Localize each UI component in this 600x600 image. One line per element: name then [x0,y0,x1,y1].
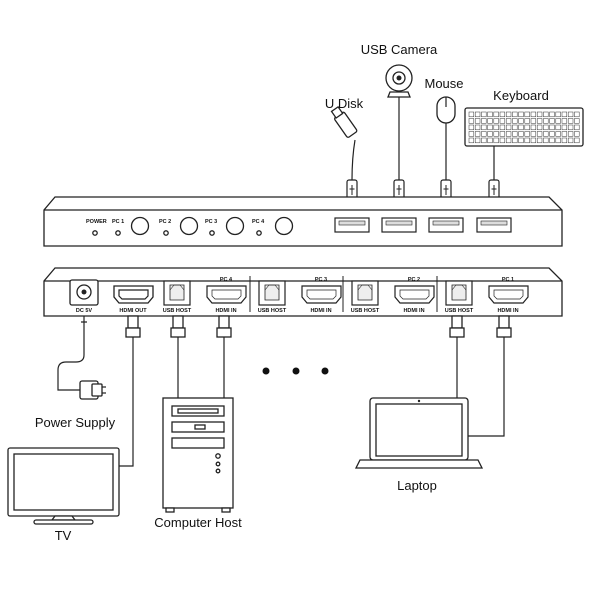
hdmi-in-label: HDMI IN [497,308,518,314]
power-supply-label: Power Supply [35,415,116,430]
front-label-pc1: PC 1 [112,219,124,225]
mouse-icon [436,96,456,180]
usb-host-label: USB HOST [163,308,192,314]
usb-camera-icon [385,64,413,180]
tv-icon [7,447,120,525]
rear-pc-label: PC 1 [502,277,514,283]
computer-host-cables [170,315,232,398]
laptop-icon [354,397,484,469]
computer-host-label: Computer Host [154,515,242,530]
dc-jack [69,279,99,306]
usb-host-label: USB HOST [351,308,380,314]
more-computers-ellipsis [262,367,329,375]
hdmi-out-port [113,285,154,304]
hdmi-out-cable [119,315,141,467]
pc-select-buttons [130,216,294,236]
tv-label: TV [55,528,72,543]
usb-host-label: USB HOST [445,308,474,314]
hdmi-out-label: HDMI OUT [119,308,147,314]
pc4-button[interactable] [274,216,294,236]
front-label-pc4: PC 4 [252,219,265,225]
front-leds [92,230,262,236]
usb-camera-label: USB Camera [361,42,438,57]
pc3-button[interactable] [225,216,245,236]
keyboard-label: Keyboard [493,88,549,103]
front-label-pc3: PC 3 [205,219,217,225]
rear-group-pc3: PC 3 USB HOST HDMI IN [249,276,342,314]
hdmi-in-label: HDMI IN [310,308,331,314]
pc1-button[interactable] [130,216,150,236]
front-panel-labels: POWER PC 1 PC 2 PC 3 PC 4 [86,219,265,225]
rear-group-pc2: PC 2 USB HOST HDMI IN [342,276,435,314]
dc-label: DC 5V [76,308,93,314]
rear-group-pc4: PC 4 USB HOST HDMI IN [163,277,247,314]
laptop-cables [449,315,512,437]
usb-host-label: USB HOST [258,308,287,314]
computer-host-icon [162,397,234,513]
front-usb-ports [334,217,512,233]
mouse-label: Mouse [424,76,463,91]
rear-pc-label: PC 4 [220,277,233,283]
pc2-button[interactable] [179,216,199,236]
hdmi-in-label: HDMI IN [215,308,236,314]
u-disk-label: U Disk [325,96,364,111]
hdmi-in-label: HDMI IN [403,308,424,314]
kvm-front-panel [43,196,563,247]
power-adapter-icon [57,316,106,400]
front-label-pc2: PC 2 [159,219,171,225]
front-label-power: POWER [86,219,107,225]
rear-pc-label: PC 3 [315,277,327,283]
keyboard-icon [464,107,584,180]
laptop-label: Laptop [397,478,437,493]
rear-group-pc1: PC 1 USB HOST HDMI IN [436,276,529,314]
u-disk-icon [330,105,358,181]
rear-pc-label: PC 2 [408,277,420,283]
